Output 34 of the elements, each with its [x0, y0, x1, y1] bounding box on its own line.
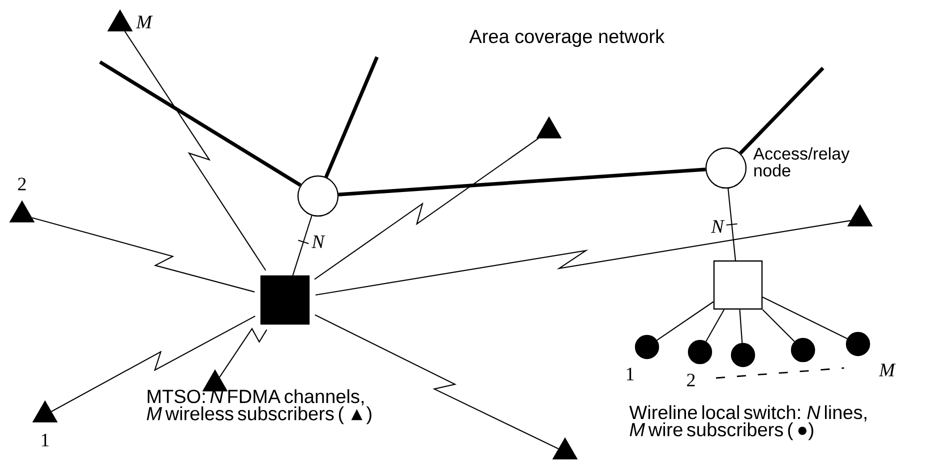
link-line [762, 309, 795, 342]
link-line [739, 310, 743, 343]
link-line [762, 296, 848, 340]
node-label: 1 [626, 368, 634, 380]
edge-label: N [710, 219, 725, 234]
link-line [99, 60, 302, 187]
link-line [314, 314, 559, 450]
link-line [656, 301, 714, 341]
link-line [51, 316, 256, 412]
node-label: M [878, 364, 896, 376]
link-line [314, 138, 539, 280]
link-line [124, 31, 266, 271]
subscriber-dot [790, 338, 816, 362]
mtso-box [260, 275, 310, 325]
node-label: M [136, 16, 153, 28]
link-line [219, 328, 268, 378]
edge-label: N [310, 234, 326, 249]
network-title: Area coverage network [469, 29, 665, 47]
link-line [739, 66, 824, 154]
link-line [706, 309, 725, 342]
link-line [32, 217, 255, 292]
link-line [324, 56, 379, 178]
node-label: 2 [18, 178, 26, 190]
link-line [338, 168, 706, 196]
node-label: 1 [42, 434, 49, 446]
node-label: Access/relay node [753, 147, 850, 177]
subscriber-dot [730, 342, 756, 368]
switch-box [713, 260, 763, 310]
relay-node-circle [297, 175, 339, 217]
link-line [315, 220, 851, 296]
node-label: 2 [687, 374, 695, 386]
link-line [726, 188, 738, 260]
caption: Wireline local switch: N lines, M wire subscribers ( ●) [629, 405, 866, 440]
link-line [292, 215, 312, 276]
